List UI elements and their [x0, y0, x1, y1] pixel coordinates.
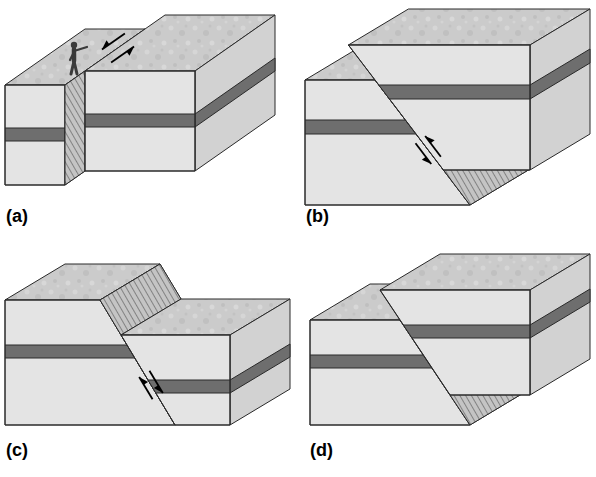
rock-block	[305, 44, 530, 205]
block-side	[195, 15, 275, 171]
rock-block	[348, 9, 590, 170]
fault-surface	[65, 71, 85, 185]
block-front	[5, 85, 65, 185]
rock-layer	[348, 85, 530, 99]
rock-block	[310, 284, 530, 425]
block-side	[530, 254, 590, 395]
panel-label: (d)	[310, 440, 333, 461]
rock-block	[380, 254, 590, 395]
rock-layer	[530, 289, 590, 338]
block-front	[121, 335, 230, 425]
rock-layer	[5, 128, 65, 141]
motion-arrow	[149, 371, 162, 393]
rock-layer	[195, 58, 275, 127]
panel-label: (c)	[6, 440, 28, 461]
rock-layer	[85, 114, 195, 127]
rock-layer	[380, 325, 530, 338]
rock-layer	[230, 344, 290, 393]
rock-block	[85, 15, 275, 171]
panel-label: (b)	[306, 206, 329, 227]
block-side	[230, 299, 290, 425]
block-outline	[85, 71, 195, 171]
block-outline	[348, 45, 530, 170]
rock-block	[121, 299, 290, 425]
panel-label: (a)	[6, 206, 28, 227]
block-outline	[121, 335, 230, 425]
motion-arrow	[102, 33, 125, 49]
rock-layer	[121, 380, 230, 393]
motion-arrow	[111, 47, 134, 63]
motion-arrow	[425, 136, 441, 157]
motion-arrow	[416, 143, 432, 164]
rock-layer	[530, 49, 590, 99]
block-front	[85, 71, 195, 171]
block-front	[380, 290, 530, 395]
motion-arrow	[139, 377, 152, 399]
person-figure	[70, 42, 87, 74]
block-outline	[5, 85, 65, 185]
block-outline	[380, 290, 530, 395]
rock-block	[5, 264, 235, 425]
block-front	[348, 45, 530, 170]
block-side	[530, 9, 590, 170]
